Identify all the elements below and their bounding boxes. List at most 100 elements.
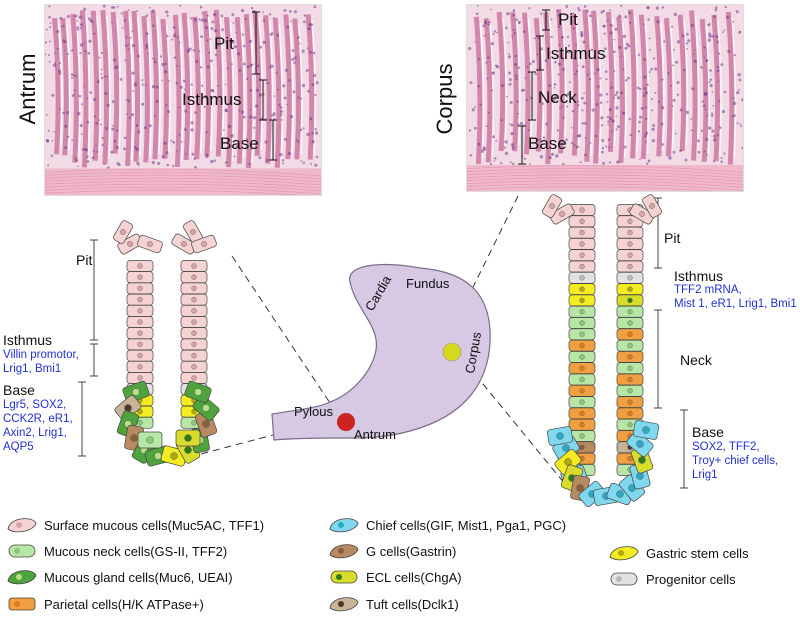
corpus-connector-top [441,195,519,351]
gland-cell [117,233,143,255]
legend-swatch-tuft [329,597,359,612]
antral-isthmus-marker-2: Lrig1, Bmi1 [3,363,62,375]
corpus-isthmus-marker-1: TFF2 mRNA, [674,284,742,296]
corpus-micro-base-bracket [518,125,526,165]
gland-cell [180,271,208,284]
stomach-antrum-label: Antrum [354,427,396,442]
corpus-base-marker-1: SOX2, TFF2, [692,441,760,453]
gland-cell [568,283,596,295]
gland-cell [175,429,201,447]
gland-cell [568,249,596,262]
gland-cell [126,293,154,306]
gland-cell [126,327,154,340]
antrum-micro-isthmus-bracket [259,79,267,121]
antral-base-label: Base [3,382,35,398]
legend-label-g-cells: G cells(Gastrin) [366,544,457,559]
gland-cell [642,194,662,218]
antral-isthmus-bracket [90,343,98,377]
stomach-fundus-label: Fundus [406,276,450,291]
gland-cell [180,360,208,373]
corpus-base-label: Base [692,424,724,440]
corpus-micro-pit-label: Pit [558,10,578,29]
gland-cell [626,431,654,457]
corpus-micro-neck-bracket [528,71,536,121]
legend-swatch-ecl [330,570,358,584]
gland-cell [113,220,133,244]
corpus-micro-pit-bracket [542,9,550,31]
gland-cell [568,362,596,375]
corpus-isthmus-marker-2: Mist 1, eR1, Lrig1, Bmi1 [674,298,797,310]
legend-swatch-mucous-neck [8,544,36,558]
gland-cell [632,420,660,440]
corpus-micrograph [466,4,744,192]
gland-cell [616,328,644,341]
gland-cell [126,282,154,295]
antral-connector-bottom [177,419,331,461]
legend-label-parietal: Parietal cells(H/K ATPase+) [44,597,204,612]
antrum-micro-pit-bracket [252,11,260,75]
corpus-micro-base-label: Base [528,134,567,153]
gland-cell [616,260,644,273]
gland-cell [126,349,154,362]
gland-cell [180,327,208,340]
antrum-micro-base-label: Base [220,134,259,153]
corpus-micro-neck-label: Neck [538,88,577,107]
gland-cell [180,349,208,362]
stomach-pylous-label: Pylous [294,404,334,419]
corpus-micro-isthmus-label: Isthmus [546,44,606,63]
gland-cell [126,338,154,351]
gland-cell [554,449,582,475]
antral-pit-bracket [90,239,98,341]
gland-cell [126,360,154,373]
corpus-micro-isthmus-bracket [536,35,544,71]
gland-cell [542,194,562,218]
gland-cell [184,380,212,404]
gland-cell [137,234,163,254]
legend-swatch-progenitor [610,572,638,586]
legend-label-stem: Gastric stem cells [646,546,749,561]
legend-label-mucous-neck: Mucous neck cells(GS-II, TFF2) [44,544,228,559]
antral-isthmus-marker-1: Villin promotor, [3,349,79,361]
gland-cell [180,293,208,306]
gland-cell [629,203,655,225]
gland-cell [126,260,154,272]
antrum-micro-base-bracket [269,119,277,161]
antrum-micrograph [44,4,322,196]
antral-connector-top [231,255,341,419]
gland-cell [568,226,596,239]
antral-isthmus-label: Isthmus [3,332,53,348]
corpus-neck-bracket [654,309,662,409]
legend-swatch-chief [329,518,359,533]
corpus-base-marker-3: Lrig1 [692,469,718,481]
gland-cell [568,430,596,442]
gland-cell [616,317,644,329]
antrum-location-dot [337,413,355,431]
antrum-micro-isthmus-label: Isthmus [182,90,242,109]
antral-base-marker-3: Axin2, Lrig1, [3,427,67,439]
gland-cell [546,426,574,446]
antral-base-marker-1: Lgr5, SOX2, [3,399,67,411]
gland-cell [137,431,163,449]
legend-swatch-surface-mucous [7,518,37,533]
gland-cell [616,283,644,295]
legend-swatch-g-cells [329,544,359,559]
antral-base-bracket [78,381,86,457]
legend-label-mucous-gland: Mucous gland cells(Muc6, UEAI) [44,570,233,585]
corpus-isthmus-label: Isthmus [674,268,724,284]
corpus-location-dot [442,342,462,362]
legend-label-progenitor: Progenitor cells [646,572,736,587]
gland-cell [180,338,208,351]
corpus-pit-label: Pit [664,230,681,246]
corpus-tissue-image [467,5,743,191]
antrum-tissue-image [45,5,321,195]
gland-cell [191,234,217,254]
antral-base-marker-2: CCK2R, eR1, [3,413,73,425]
antral-base-marker-4: AQP5 [3,441,34,453]
gland-cell [549,203,575,225]
legend-label-surface-mucous: Surface mucous cells(Muc5AC, TFF1) [44,518,265,533]
legend-label-ecl: ECL cells(ChgA) [366,570,462,585]
corpus-base-bracket [680,409,688,489]
corpus-neck-label: Neck [680,352,712,368]
